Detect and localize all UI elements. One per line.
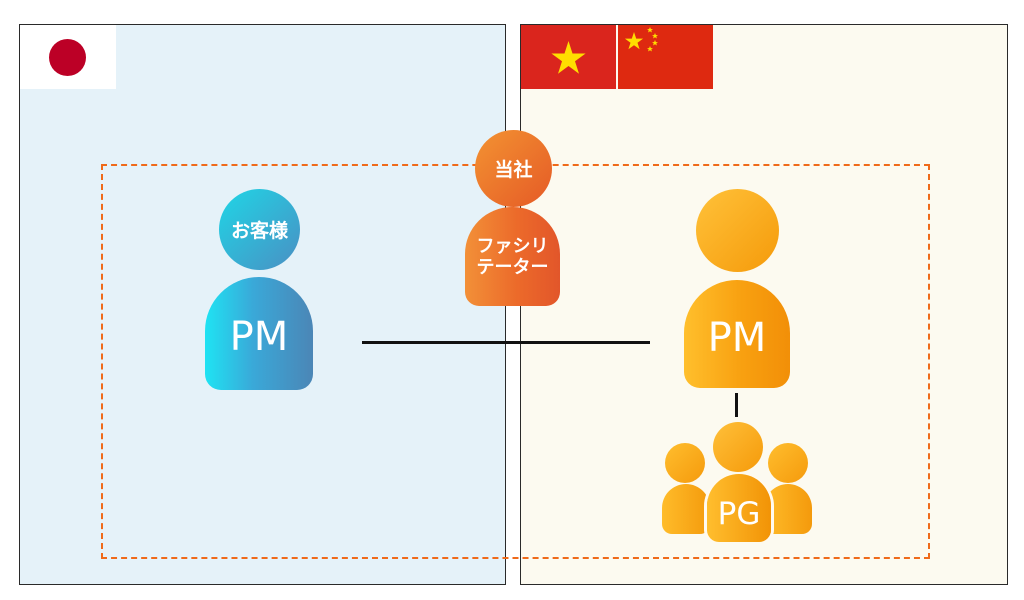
china-flag-icon: [618, 25, 713, 89]
facilitator-role-label: ファシリ テーター: [465, 236, 560, 278]
pm-to-pm-connector: [362, 341, 650, 344]
japan-flag-disc: [49, 39, 86, 76]
facilitator-body: [465, 207, 560, 306]
our-company-label: 当社: [494, 159, 533, 181]
pg-member-center-body: [707, 474, 771, 542]
facilitator-role-line-1: ファシリ: [476, 236, 549, 257]
client-label: お客様: [230, 220, 288, 242]
pg-member-left-body: [662, 484, 710, 534]
pg-team-label: PG: [717, 496, 761, 532]
pg-member-right-head: [768, 443, 808, 483]
pg-member-left-head: [665, 443, 705, 483]
client-head: [219, 189, 300, 270]
vendor-pm-label: PM: [707, 315, 767, 361]
facilitator-role-line-2: テーター: [476, 257, 549, 278]
vietnam-flag-icon: [521, 25, 616, 89]
vendor-pm-head: [696, 189, 779, 272]
client-pm-label: PM: [229, 314, 289, 360]
facilitator-head: [475, 130, 552, 207]
japan-flag-icon: [20, 25, 116, 89]
pg-member-right-body: [764, 484, 812, 534]
client-pm-body: [205, 277, 313, 390]
pm-to-pg-connector: [735, 393, 738, 417]
pg-member-center-head: [713, 422, 763, 472]
vendor-pm-body: [684, 280, 790, 388]
